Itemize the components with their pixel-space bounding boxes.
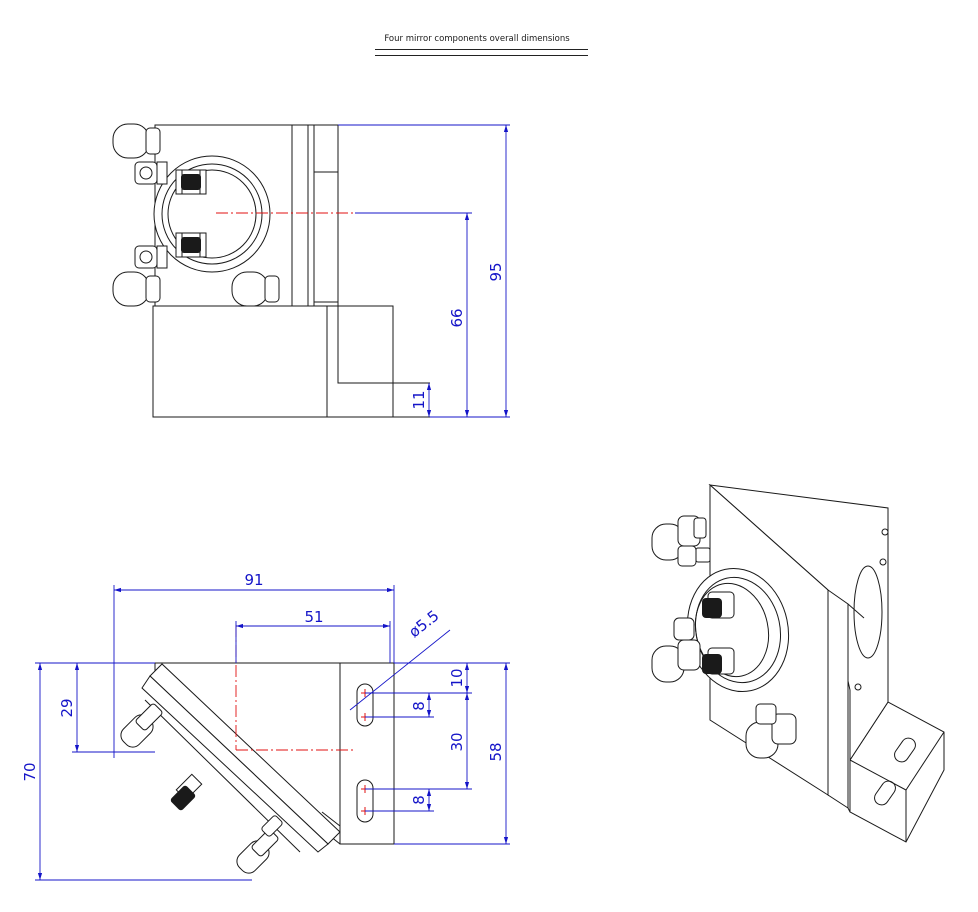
top-adjuster-screw: [170, 773, 203, 811]
mount-slot-lower: [356, 779, 374, 823]
dim-overall-depth: 70: [21, 762, 39, 781]
top-knob-left: [120, 703, 163, 748]
iso-screw-upper: [702, 591, 735, 619]
knob-lower-right: [231, 271, 280, 307]
iso-knob-bottom: [745, 703, 797, 759]
dim-overall-height: 95: [487, 262, 505, 281]
knob-lower-left: [112, 271, 161, 307]
isometric-view: [651, 483, 945, 843]
mirror-housing: [153, 155, 271, 273]
dim-slot-spacing: 30: [448, 732, 466, 751]
dim-slot-top-offset: 10: [448, 668, 466, 687]
top-knob-bottom: [236, 815, 283, 874]
hex-screw-upper: [175, 169, 207, 195]
iso-screw-lower: [702, 647, 735, 675]
dim-slot-length-upper: 8: [410, 701, 428, 711]
dim-base-depth: 58: [487, 742, 505, 761]
mount-slot-upper: [356, 683, 374, 727]
top-view: 91 51 ø5.5 70 29 58 10 30 8 8: [21, 571, 510, 881]
lock-nut-upper: [134, 161, 168, 185]
dim-center-offset: 51: [304, 608, 323, 626]
dim-slot-length-lower: 8: [410, 795, 428, 805]
title-underline-double: [375, 55, 588, 56]
knob-upper-left: [112, 123, 161, 159]
dim-hole-diameter: ø5.5: [405, 607, 442, 642]
dim-left-offset: 29: [58, 698, 76, 717]
lock-nut-lower: [134, 245, 168, 269]
dim-center-height: 66: [448, 308, 466, 327]
front-view: 95 66 11: [112, 123, 510, 418]
hex-screw-lower: [175, 232, 207, 258]
iso-knob-middle: [651, 617, 701, 683]
iso-knob-top: [651, 515, 711, 567]
drawing-title: Four mirror components overall dimension…: [384, 34, 570, 44]
title-underline: [375, 49, 588, 50]
dim-overall-length: 91: [244, 571, 263, 589]
dim-base-height: 11: [410, 390, 428, 409]
